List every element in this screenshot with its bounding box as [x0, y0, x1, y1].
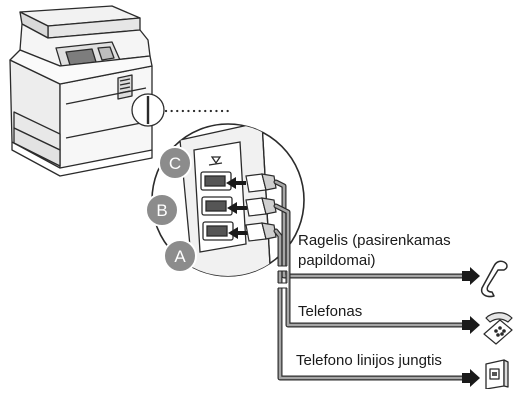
svg-text:A: A — [174, 247, 186, 266]
handset-label-line1: Ragelis (pasirenkamas — [298, 232, 451, 249]
handset-label-line2: papildomai) — [298, 252, 376, 269]
telephone-label: Telefonas — [298, 303, 362, 320]
cable-plugs — [245, 173, 277, 242]
insertion-arrows — [226, 177, 248, 239]
end-arrows — [462, 267, 480, 387]
plug-a — [245, 222, 277, 242]
plug-c — [245, 173, 277, 193]
svg-text:C: C — [169, 154, 181, 173]
telephone-icon — [483, 312, 513, 345]
badge-a: A — [163, 239, 197, 273]
handset-icon — [480, 260, 508, 298]
wall-jack-icon — [485, 359, 509, 390]
cables — [273, 179, 473, 381]
line-jack-label: Telefono linijos jungtis — [296, 352, 442, 369]
badge-b: B — [145, 193, 179, 227]
badge-c: C — [158, 146, 192, 180]
printer-illustration — [9, 5, 165, 177]
cable-crossing-marks — [277, 266, 288, 288]
plug-b — [245, 197, 277, 217]
svg-text:B: B — [156, 201, 167, 220]
